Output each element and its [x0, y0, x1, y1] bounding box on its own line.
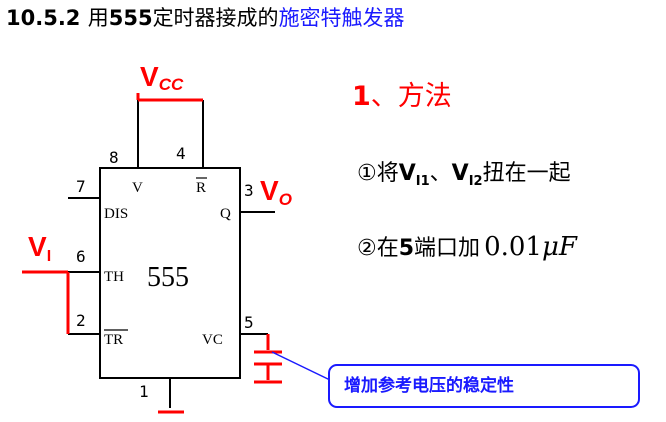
pin6-th-label: TH	[104, 269, 124, 285]
step1-separator: 、	[429, 161, 452, 186]
title-section-number: 10.5.2	[6, 6, 81, 30]
step1-v2-sub: I2	[468, 174, 483, 189]
step2-port: 5	[398, 236, 415, 261]
pin5-number: 5	[244, 313, 254, 332]
title-highlight: 施密特触发器	[278, 6, 405, 30]
callout-leader	[271, 351, 331, 381]
pin5-vc-label: VC	[202, 332, 223, 348]
pin4-reset-label: R	[196, 180, 206, 196]
step1-v2: V	[451, 161, 469, 186]
pin2-number: 2	[76, 311, 86, 330]
title-chip: 555	[108, 6, 153, 30]
step1-text: 扭在一起	[482, 161, 571, 186]
step2-text: 端口加	[414, 236, 481, 261]
step2-marker: ②在	[357, 236, 399, 261]
callout-box: 增加参考电压的稳定性	[328, 364, 640, 408]
pin7-number: 7	[76, 177, 86, 196]
title-prefix: 用	[87, 6, 109, 30]
chip-name: 555	[147, 262, 189, 293]
step1-v1: V	[398, 161, 416, 186]
method-heading: 1、方法	[352, 74, 452, 113]
pin7-dis-label: DIS	[104, 206, 128, 222]
title-middle: 定时器接成的	[152, 6, 279, 30]
step1-v1-sub: I1	[415, 174, 430, 189]
pin1-number: 1	[139, 382, 149, 401]
method-heading-text: 方法	[397, 81, 452, 112]
pin8-number: 8	[109, 148, 119, 167]
capacitor-unit: F	[558, 232, 577, 262]
pin4-number: 4	[176, 144, 186, 163]
capacitor-value: 0.01μF	[484, 232, 577, 262]
red-wiring	[22, 93, 282, 414]
vi-label: VI	[28, 231, 51, 265]
vo-label: VO	[260, 175, 292, 209]
vcc-label: VCC	[140, 61, 184, 94]
step1-marker: ①将	[357, 161, 399, 186]
slide-title: 10.5.2 用555定时器接成的施密特触发器	[6, 2, 405, 32]
capacitor-unit-prefix: μ	[541, 232, 559, 262]
method-number: 1	[352, 81, 371, 112]
pin6-number: 6	[76, 247, 86, 266]
capacitor-number: 0.01	[484, 232, 542, 262]
pin3-q-label: Q	[220, 206, 231, 222]
pin2-tr-label: TR	[104, 332, 123, 348]
pin3-number: 3	[244, 181, 254, 200]
method-step-1: ①将VI1、VI2扭在一起	[357, 155, 571, 189]
pin-v-label: V	[132, 180, 143, 196]
method-separator: 、	[370, 81, 398, 112]
